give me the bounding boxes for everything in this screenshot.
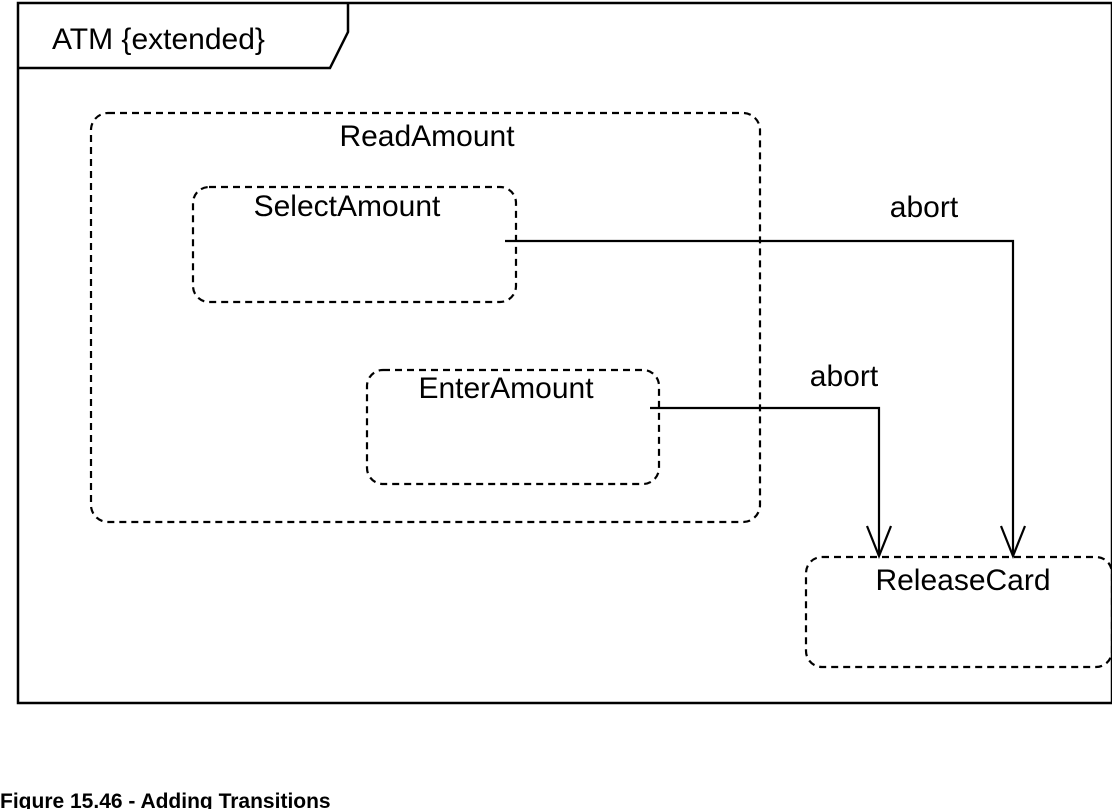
transition-line xyxy=(650,406,881,556)
transition-select-to-release xyxy=(505,239,1027,559)
state-enter-amount xyxy=(365,368,661,486)
state-release-card xyxy=(804,555,1112,669)
transition-select-label: abort xyxy=(890,191,959,224)
figure-caption: Figure 15.46 - Adding Transitions xyxy=(0,790,331,809)
state-read-amount xyxy=(89,111,762,524)
frame-title: ATM {extended} xyxy=(52,23,265,56)
state-enter-amount-label: EnterAmount xyxy=(418,372,594,405)
state-read-amount-label: ReadAmount xyxy=(339,120,515,153)
frame-title-tab xyxy=(18,3,350,70)
diagram-frame xyxy=(16,1,1112,705)
transition-enter-to-release xyxy=(650,406,893,559)
state-release-card-label: ReleaseCard xyxy=(875,564,1050,597)
arrowhead-icon xyxy=(865,525,893,559)
state-select-amount-label: SelectAmount xyxy=(254,190,441,223)
transition-line xyxy=(505,239,1015,556)
state-select-amount xyxy=(191,185,518,304)
arrowhead-icon xyxy=(999,525,1027,559)
transition-enter-label: abort xyxy=(810,360,879,393)
